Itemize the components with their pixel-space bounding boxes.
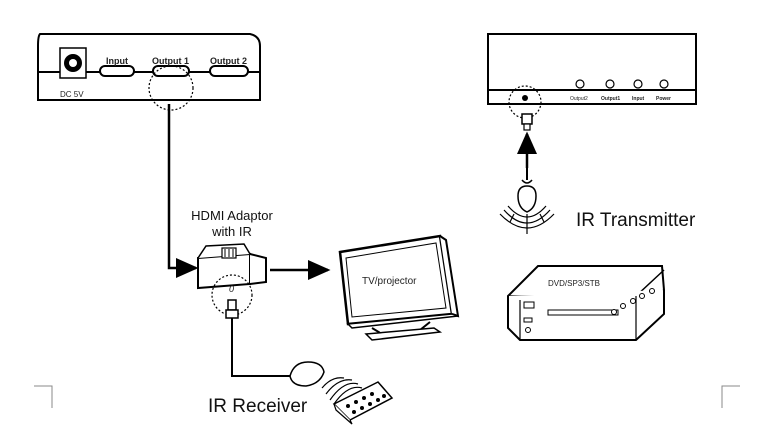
remote-control: [332, 381, 394, 425]
panel-button-power: [659, 79, 669, 89]
hdmi-cable-splitter-to-adaptor: [167, 104, 199, 278]
panel-button-input: [633, 79, 643, 89]
hdmi-splitter-device: DC 5V Input Output 1 Output 2: [37, 33, 261, 111]
crop-mark-left: [34, 385, 53, 408]
port-label-output-2: Output 2: [210, 56, 247, 66]
panel-button-output1: [605, 79, 615, 89]
tv-projector-device: [338, 234, 460, 341]
panel-button-output2: [575, 79, 585, 89]
port-input: [99, 65, 135, 77]
ir-receiver-eye: [289, 361, 325, 387]
panel-label-output1: Output1: [601, 96, 620, 102]
port-output-1: [152, 65, 190, 77]
dvd-stb-label: DVD/SP3/STB: [548, 279, 600, 288]
dc-power-jack: [59, 47, 87, 79]
ir-transmitter-emitter: [517, 185, 537, 213]
ir-waves-remote: [321, 377, 363, 405]
panel-ir-window: [522, 95, 528, 101]
panel-label-power: Power: [656, 96, 671, 102]
adaptor-ir-port-mark: 0: [229, 284, 234, 294]
output-1-highlight: [148, 65, 194, 111]
ir-waves-transmitter: [499, 205, 555, 234]
panel-label-output2: Output2: [570, 96, 588, 102]
adaptor-title-line-2: with IR: [211, 224, 252, 239]
port-label-output-1: Output 1: [152, 56, 189, 66]
ir-receiver-cable: [231, 318, 292, 377]
port-output-2: [209, 65, 249, 77]
adaptor-title-line-1: HDMI Adaptor: [191, 208, 273, 223]
port-label-input: Input: [106, 56, 128, 66]
dvd-stb-device: [507, 265, 666, 341]
ir-transmitter-plug: [521, 113, 533, 131]
adaptor-ir-port-highlight: [211, 274, 253, 316]
ir-transmitter-label: IR Transmitter: [576, 210, 696, 231]
hdmi-adaptor-device: 0: [197, 243, 267, 319]
dc-5v-label: DC 5V: [60, 90, 84, 99]
crop-mark-right: [721, 385, 740, 408]
panel-label-input: Input: [632, 96, 645, 102]
tv-projector-label: TV/projector: [362, 276, 417, 287]
ir-receiver-label: IR Receiver: [208, 396, 308, 417]
target-device-front-panel: Output2 Output1 Input Power: [487, 33, 697, 119]
